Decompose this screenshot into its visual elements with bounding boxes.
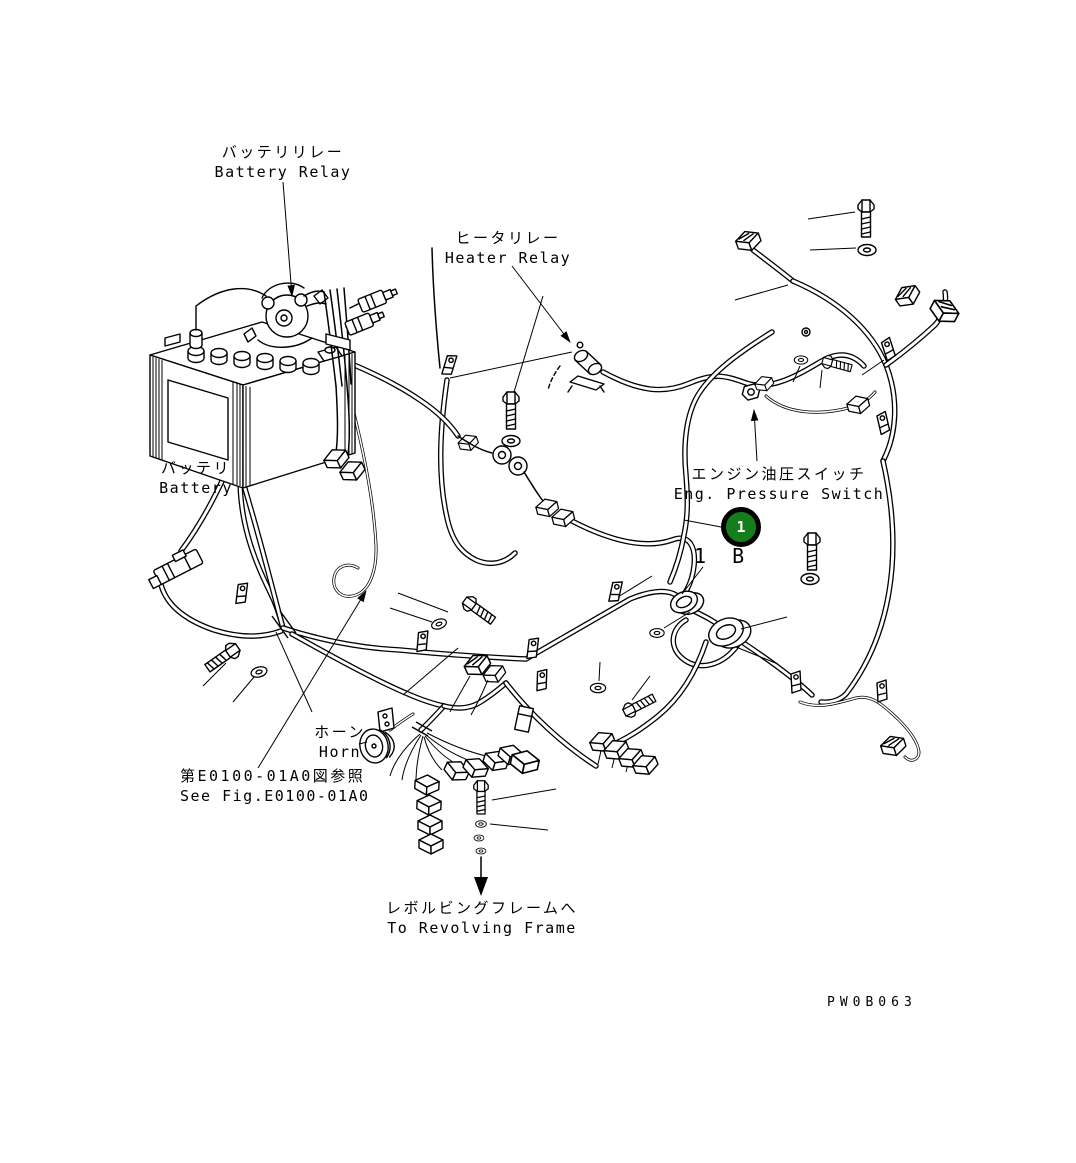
to-revolving-frame-label-en: To Revolving Frame	[387, 919, 577, 937]
battery-terminal-right	[317, 346, 343, 362]
battery-label-jp: バッテリ	[160, 459, 231, 477]
top-right-parts	[734, 199, 962, 759]
horn-label-en: Horn	[318, 743, 362, 761]
heater-relay-label-en: Heater Relay	[444, 249, 572, 267]
bottom-connector-cluster	[389, 705, 661, 896]
see-fig-label: 第E0100-01A0図参照 See Fig.E0100-01A0	[180, 766, 370, 806]
callout-number: 1	[736, 518, 746, 536]
horn-label-jp: ホーン	[314, 723, 366, 741]
battery-terminal-post	[164, 328, 203, 350]
battery-relay-label: バッテリリレー Battery Relay	[215, 142, 352, 182]
eng-pressure-switch-label-en: Eng. Pressure Switch	[673, 485, 885, 503]
see-fig-label-jp: 第E0100-01A0図参照	[180, 767, 366, 785]
fusible-link	[148, 548, 297, 639]
lower-trunk-parts	[202, 580, 665, 720]
battery-relay-label-jp: バッテリリレー	[221, 143, 345, 161]
to-revolving-frame-label: レボルビングフレームへ To Revolving Frame	[386, 898, 578, 938]
battery-label-en: Battery	[159, 479, 233, 497]
callout-balloon-1[interactable]: 1	[721, 507, 761, 547]
horn-part	[359, 707, 395, 764]
leader-lines	[202, 181, 885, 831]
horn-label: ホーン Horn	[314, 722, 366, 762]
battery	[149, 321, 356, 489]
battery-label: バッテリ Battery	[159, 458, 233, 498]
battery-relay-part	[195, 282, 400, 486]
eng-pressure-switch-label-jp: エンジン油圧スイッチ	[691, 465, 867, 483]
mid-clamp-and-sensors	[431, 247, 577, 530]
heater-relay-part	[449, 341, 605, 393]
heater-relay-label-jp: ヒータリレー	[455, 229, 561, 247]
drawing-number: PW0B063	[827, 995, 917, 1010]
down-arrow	[474, 877, 488, 896]
grommets	[607, 578, 752, 649]
engine-pressure-switch-part	[741, 373, 872, 417]
ref-1b-label: 1 B	[694, 544, 752, 568]
eng-pressure-switch-label: エンジン油圧スイッチ Eng. Pressure Switch	[674, 464, 885, 504]
to-revolving-frame-label-jp: レボルビングフレームへ	[385, 899, 579, 917]
heater-relay-label: ヒータリレー Heater Relay	[445, 228, 571, 268]
see-fig-label-en: See Fig.E0100-01A0	[180, 787, 370, 805]
battery-relay-label-en: Battery Relay	[214, 163, 352, 181]
